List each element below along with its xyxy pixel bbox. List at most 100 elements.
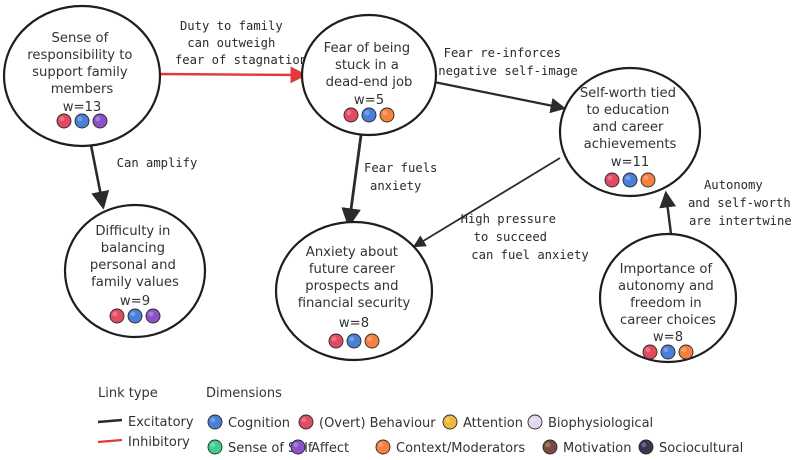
node-fear-dead-end-dimensions [343,107,395,123]
dimension-dot-behaviour [109,308,125,324]
legend-dot-context [375,439,391,455]
node-balancing-text: Difficulty in balancing personal and fam… [90,224,180,290]
legend-dimension-cognition: Cognition [207,414,290,431]
legend-dot-cognition-highlight [210,417,216,423]
legend-dimension-label: Motivation [563,441,631,456]
node-fear-dead-end[interactable]: Fear of being stuck in a dead-end job w=… [300,13,438,137]
legend-dot-sociocultural [638,439,654,455]
dimension-dot-cognition [660,344,676,360]
legend: Link type Dimensions Excitatory Inhibito… [97,386,743,456]
legend-link-type-title: Link type [98,386,158,401]
legend-dimension-attention: Attention [442,414,523,431]
node-fear-dead-end-text: Fear of being stuck in a dead-end job [324,41,415,90]
legend-link-excitatory: Excitatory [97,415,194,430]
dimension-dot-cognition-highlight [625,175,631,181]
dimension-dot-cognition [74,113,90,129]
node-anxiety-dimensions [328,333,380,349]
dimension-dot-cognition-highlight [364,110,370,116]
dimension-dot-cognition [127,308,143,324]
dimension-dot-cognition-highlight [663,347,669,353]
legend-dimension-affect: Affect [290,439,349,456]
dimension-dot-behaviour [642,344,658,360]
node-responsibility-weight: w=13 [63,100,102,115]
node-responsibility[interactable]: Sense of responsibility to support famil… [2,4,162,148]
node-anxiety-text: Anxiety about future career prospects an… [298,245,411,311]
node-self-worth-weight: w=11 [611,155,650,170]
dimension-dot-context [379,107,395,123]
dimension-dot-behaviour-highlight [331,336,337,342]
dimension-dot-cognition-highlight [130,311,136,317]
edge-label-pressure: High pressure to succeed can fuel anxiet… [461,212,589,262]
dimension-dot-cognition [346,333,362,349]
dimension-dot-affect-highlight [95,116,101,122]
legend-dot-affect [290,439,306,455]
legend-dot-cognition [207,414,223,430]
legend-dot-sense-of-self [207,439,223,455]
edge-pressure: High pressure to succeed can fuel anxiet… [412,157,589,262]
dimension-dot-context [678,344,694,360]
legend-dimension-label: (Overt) Behaviour [319,416,436,431]
legend-dot-affect-highlight [293,442,299,448]
dimension-dot-affect [92,113,108,129]
dimension-dot-context [364,333,380,349]
legend-dimension-list: Cognition (Overt) Behaviour Attention Bioph… [207,414,743,456]
legend-link-inhibitory: Inhibitory [97,435,190,450]
node-autonomy-weight: w=8 [653,330,683,345]
legend-dot-biophysiological-highlight [530,417,536,423]
dimension-dot-context-highlight [643,175,649,181]
legend-dimension-label: Affect [311,441,349,456]
legend-dimensions-title: Dimensions [206,386,282,401]
dimension-dot-cognition [361,107,377,123]
edge-label-intertwined: Autonomy and self-worth are intertwined [688,178,792,228]
svg-text:Excitatory: Excitatory [128,415,194,430]
dimension-dot-behaviour [56,113,72,129]
dimension-dot-context [640,172,656,188]
node-balancing-weight: w=9 [120,294,150,309]
edge-intertwined: Autonomy and self-worth are intertwined [659,178,792,235]
dimension-dot-behaviour-highlight [645,347,651,353]
edge-label-duty: Duty to family can outweigh fear of stag… [175,19,307,67]
dimension-dot-behaviour-highlight [59,116,65,122]
legend-dimension-label: Cognition [228,416,290,431]
edge-duty: Duty to family can outweigh fear of stag… [154,19,308,84]
legend-dot-biophysiological [527,414,543,430]
dimension-dot-affect [145,308,161,324]
legend-dimension-biophysiological: Biophysiological [527,414,653,431]
dimension-dot-context-highlight [367,336,373,342]
node-self-worth[interactable]: Self-worth tied to education and career … [558,66,702,198]
node-responsibility-text: Sense of responsibility to support famil… [27,31,136,97]
dimension-dot-behaviour-highlight [112,311,118,317]
dimension-dot-behaviour [343,107,359,123]
node-balancing[interactable]: Difficulty in balancing personal and fam… [63,203,207,339]
node-responsibility-dimensions [56,113,108,129]
dimension-dot-behaviour-highlight [607,175,613,181]
node-self-worth-text: Self-worth tied to education and career … [580,86,680,152]
node-balancing-dimensions [109,308,161,324]
edge-label-fuels: Fear fuels anxiety [364,161,445,193]
legend-dimension-motivation: Motivation [542,439,631,456]
legend-dot-attention-highlight [445,417,451,423]
dimension-dot-context-highlight [382,110,388,116]
legend-dimension-context: Context/Moderators [375,439,525,456]
node-autonomy[interactable]: Importance of autonomy and freedom in ca… [598,232,738,364]
node-autonomy-text: Importance of autonomy and freedom in ca… [618,262,718,328]
dimension-dot-behaviour [604,172,620,188]
dimension-dot-behaviour [328,333,344,349]
legend-dimension-label: Context/Moderators [396,441,525,456]
legend-dot-attention [442,414,458,430]
svg-text:Inhibitory: Inhibitory [128,435,190,450]
edge-fuels: Fear fuels anxiety [341,127,445,228]
legend-dimension-sociocultural: Sociocultural [638,439,743,456]
legend-dimension-label: Sociocultural [659,441,743,456]
node-autonomy-dimensions [642,344,694,360]
legend-dimension-behaviour: (Overt) Behaviour [298,414,436,431]
node-anxiety-weight: w=8 [339,316,369,331]
legend-dimension-label: Biophysiological [548,416,653,431]
legend-dot-behaviour-highlight [301,417,307,423]
dimension-dot-context-highlight [681,347,687,353]
node-fear-dead-end-weight: w=5 [354,93,384,108]
legend-dimension-label: Attention [463,416,523,431]
node-anxiety[interactable]: Anxiety about future career prospects an… [274,220,434,362]
